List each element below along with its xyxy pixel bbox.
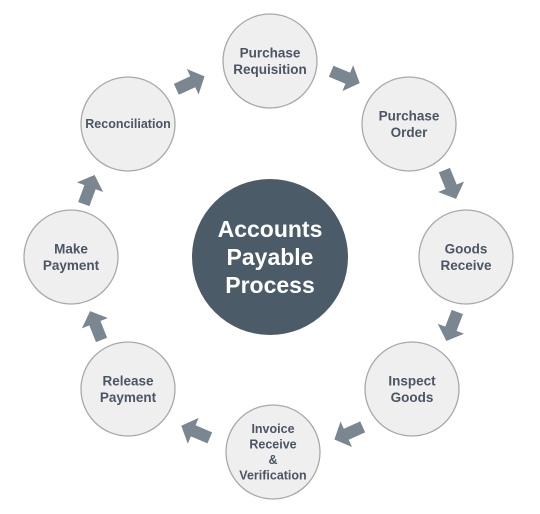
- flow-arrow-icon: [328, 65, 360, 92]
- step-label: Inspect: [388, 373, 436, 388]
- step-circle: [222, 13, 318, 109]
- step-circle: [80, 341, 176, 437]
- step-label: Payment: [100, 390, 157, 405]
- arrow-shape: [81, 311, 108, 343]
- step-circle: [418, 209, 514, 305]
- arrow-shape: [334, 421, 366, 448]
- flow-arrow-icon: [437, 309, 465, 341]
- flow-arrow-icon: [81, 311, 108, 343]
- arrow-shape: [76, 174, 104, 207]
- step-circle: [225, 404, 321, 500]
- step-label: Purchase: [240, 45, 301, 60]
- arrow-shape: [438, 167, 465, 199]
- flow-arrow-icon: [76, 174, 104, 207]
- step-label: Goods: [445, 241, 488, 256]
- flow-arrow-icon: [438, 167, 465, 199]
- step-label: &: [268, 453, 277, 467]
- steps-layer: PurchaseRequisitionPurchaseOrderGoodsRec…: [23, 13, 514, 500]
- step-circle: [364, 341, 460, 437]
- step-circle: [23, 209, 119, 305]
- step-label: Release: [102, 373, 154, 388]
- step-label: Reconciliation: [85, 117, 170, 131]
- arrows-layer: [76, 65, 465, 448]
- arrow-shape: [173, 69, 205, 95]
- step-label: Verification: [239, 468, 306, 482]
- step-label: Invoice: [251, 422, 294, 436]
- center-circle: [192, 179, 348, 335]
- center-title-line: Payable: [227, 244, 314, 270]
- step-label: Goods: [391, 390, 434, 405]
- step-circle: [361, 76, 457, 172]
- step-label: Order: [391, 125, 429, 140]
- center-title-line: Process: [225, 272, 315, 298]
- arrow-shape: [181, 417, 213, 444]
- flow-arrow-icon: [173, 69, 205, 95]
- step-reconciliation: Reconciliation: [80, 76, 176, 172]
- step-label: Receive: [440, 258, 492, 273]
- step-label: Make: [54, 241, 88, 256]
- step-label: Purchase: [379, 108, 440, 123]
- center-title-line: Accounts: [218, 216, 323, 242]
- arrow-shape: [328, 65, 360, 92]
- flow-arrow-icon: [334, 421, 366, 448]
- arrow-shape: [437, 309, 465, 341]
- step-label: Requisition: [233, 62, 307, 77]
- step-label: Receive: [249, 437, 296, 451]
- step-circle: [80, 76, 176, 172]
- flow-arrow-icon: [181, 417, 213, 444]
- step-label: Payment: [43, 258, 100, 273]
